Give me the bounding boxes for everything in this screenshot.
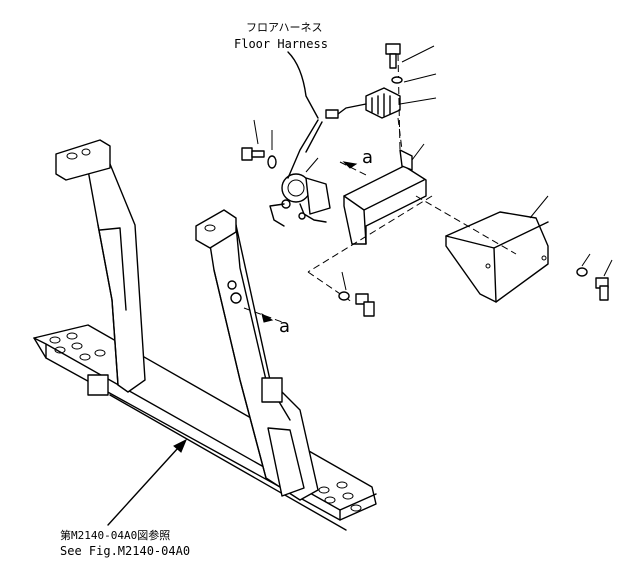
floor-harness-label-en: Floor Harness: [234, 37, 328, 51]
cover-plate: [445, 211, 549, 303]
mark-a-upper-arrow: [342, 161, 358, 169]
washer-lower: [338, 291, 350, 301]
washer-left: [267, 155, 277, 169]
reference-leader-arrow: [107, 438, 187, 526]
washer-top: [391, 76, 403, 84]
mark-a-upper: a: [362, 147, 373, 168]
bolt-top: [385, 43, 401, 69]
bolt-left: [241, 147, 265, 161]
switch-assembly: [269, 119, 331, 227]
floor-harness-label-jp: フロアハーネス: [246, 21, 323, 34]
base-frame: [33, 324, 377, 531]
mark-a-lower-arrow: [261, 312, 274, 323]
callout-leader-lines: [253, 45, 613, 291]
bolt-lower: [355, 293, 375, 317]
mark-a-lower: a: [279, 316, 290, 337]
left-upright: [55, 139, 146, 393]
reference-label-en: See Fig.M2140-04A0: [60, 544, 190, 558]
harness-leader-line: [287, 51, 319, 119]
reference-label-jp: 第M2140-04A0図参照: [60, 528, 170, 542]
bolt-right: [595, 277, 609, 301]
connector-block: [325, 87, 401, 119]
washer-right: [576, 267, 588, 277]
switch-bracket: [343, 149, 427, 245]
center-upright: [195, 209, 319, 501]
